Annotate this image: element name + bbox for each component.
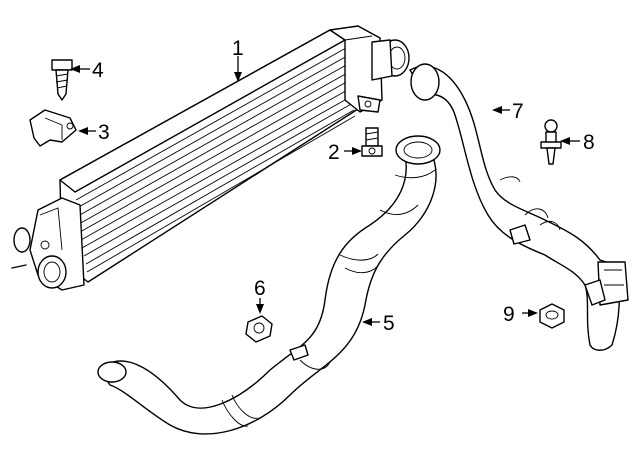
callout-leaders [70,56,580,326]
charge-pipe-5 [97,135,441,435]
callout-6: 6 [254,277,266,300]
callout-8: 8 [583,131,595,154]
callout-labels: 1 4 3 2 7 8 6 5 9 [92,37,595,335]
callout-3: 3 [98,121,110,144]
callout-5: 5 [383,312,395,335]
sensor-bracket [29,109,77,147]
intercooler-fins [74,39,356,273]
bolt-2 [361,127,383,157]
nut-9 [539,303,565,329]
callout-4: 4 [92,59,104,82]
callout-7: 7 [512,100,524,123]
intercooler [11,25,410,291]
nut-6 [245,315,273,343]
callout-1: 1 [232,37,244,60]
callout-9: 9 [503,303,515,326]
screw-4 [51,59,73,101]
callout-2: 2 [328,141,340,164]
stud-8 [540,119,562,165]
charge-pipe-7 [409,63,629,351]
